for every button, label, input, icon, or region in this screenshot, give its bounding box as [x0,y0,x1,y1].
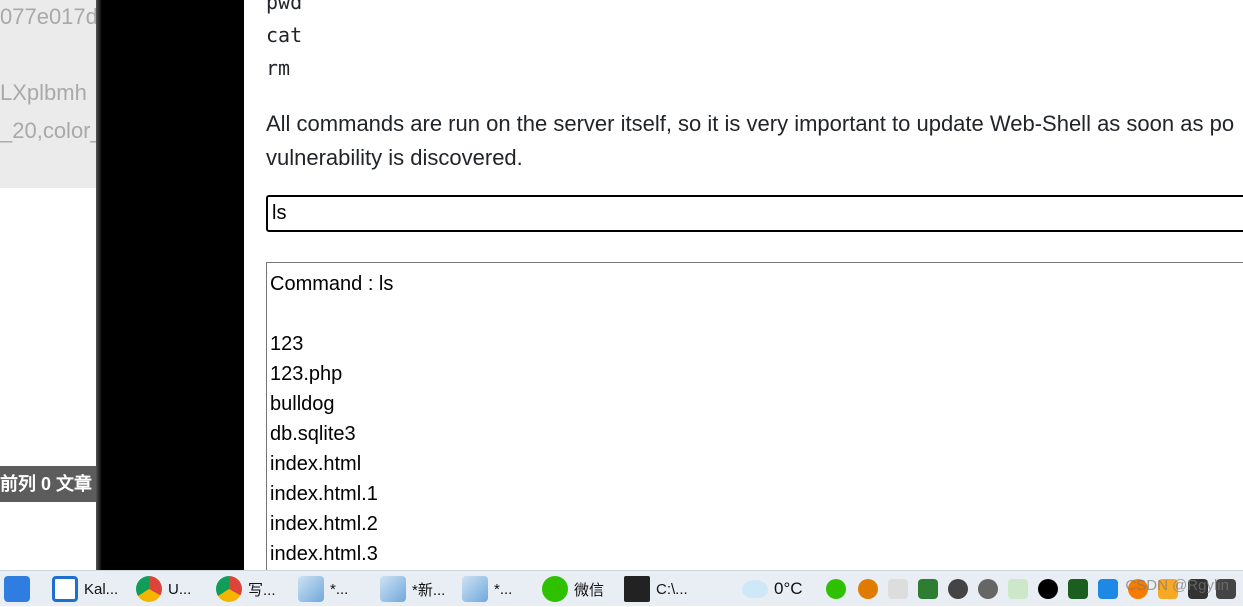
output-header: Command : ls [270,273,394,295]
taskbar-item-notepad-3[interactable]: *... [462,571,512,607]
media-tray-icon[interactable] [1008,579,1028,599]
weather-temp: 0°C [774,579,803,598]
search-tray-icon[interactable] [858,579,878,599]
terminal-icon [624,576,650,602]
notepad-icon [380,576,406,602]
command-output: Command : ls 123 123.php bulldog db.sqli… [266,262,1243,570]
background-stats-bar: 前列 0 文章 [0,466,96,502]
chrome-icon [136,576,162,602]
taskbar-item-label: 微信 [574,581,605,599]
watermark: CSDN @Rgylin [1125,577,1229,594]
unity-tray-icon[interactable] [948,579,968,599]
output-line: bulldog [270,393,335,415]
chrome-icon [216,576,242,602]
weather-widget[interactable]: 0°C [742,571,803,607]
command-item: rm [266,56,291,80]
output-line: index.html.2 [270,513,378,535]
taskbar-item-kali[interactable]: Kal... [52,571,118,607]
output-line: 123 [270,333,304,355]
output-blank-line [270,299,1243,329]
taskbar: Kal... U... 写... *... *新... *... 微信 C:\.… [0,570,1243,606]
cloud-icon [742,580,768,598]
background-text-fragment: LXplbmh [0,80,87,105]
taskbar-item-bird-app[interactable] [4,571,36,607]
notepad-icon [462,576,488,602]
taskbar-item-label: *新... [412,581,446,599]
display-tray-icon[interactable] [1216,579,1236,599]
background-gray-panel [0,0,96,188]
command-input[interactable] [266,195,1243,232]
background-window: 077e017d LXplbmh _20,color_ 前列 0 文章 [0,0,96,570]
taskbar-item-label: 写... [248,581,276,599]
taskbar-item-label: *... [494,580,513,598]
wechat-tray-icon[interactable] [826,579,846,599]
command-item: pwd [266,0,303,14]
allowed-commands-list: pwd cat rm [266,0,302,85]
notepad-icon [298,576,324,602]
taskbar-item-chrome-2[interactable]: 写... [216,571,276,607]
output-line: index.html [270,453,362,475]
taskbar-item-label: C:\... [656,580,688,598]
background-text-fragment: 077e017d [0,4,96,29]
background-text-fragment: _20,color_ [0,118,96,143]
notepad-tray-icon[interactable] [888,579,908,599]
output-line: index.html.1 [270,483,378,505]
taskbar-item-wechat[interactable]: 微信 [542,571,604,607]
keyboard-tray-icon[interactable] [1188,579,1208,599]
shield-tray-icon[interactable] [1068,579,1088,599]
warning-paragraph: All commands are run on the server itsel… [266,111,1235,170]
qq-tray-icon[interactable] [1038,579,1058,599]
taskbar-item-chrome-1[interactable]: U... [136,571,191,607]
taskbar-item-label: Kal... [84,580,119,598]
web-shell-page: pwd cat rm All commands are run on the s… [244,0,1243,570]
taskbar-item-label: *... [330,580,349,598]
nvidia-tray-icon[interactable] [918,579,938,599]
wechat-icon [542,576,568,602]
taskbar-item-terminal[interactable]: C:\... [624,571,688,607]
output-line: db.sqlite3 [270,423,356,445]
vmware-icon [52,576,78,602]
fire-tray-icon[interactable] [1128,579,1148,599]
bird-tray-icon[interactable] [1098,579,1118,599]
network-error-tray-icon[interactable] [978,579,998,599]
command-item: cat [266,23,303,47]
folder-tray-icon[interactable] [1158,579,1178,599]
taskbar-item-notepad-2[interactable]: *新... [380,571,445,607]
bird-app-icon [4,576,30,602]
output-line: 123.php [270,363,343,385]
taskbar-item-label: U... [168,580,192,598]
taskbar-item-notepad-1[interactable]: *... [298,571,348,607]
window-gap [96,0,244,570]
output-line: index.html.3 [270,543,378,565]
